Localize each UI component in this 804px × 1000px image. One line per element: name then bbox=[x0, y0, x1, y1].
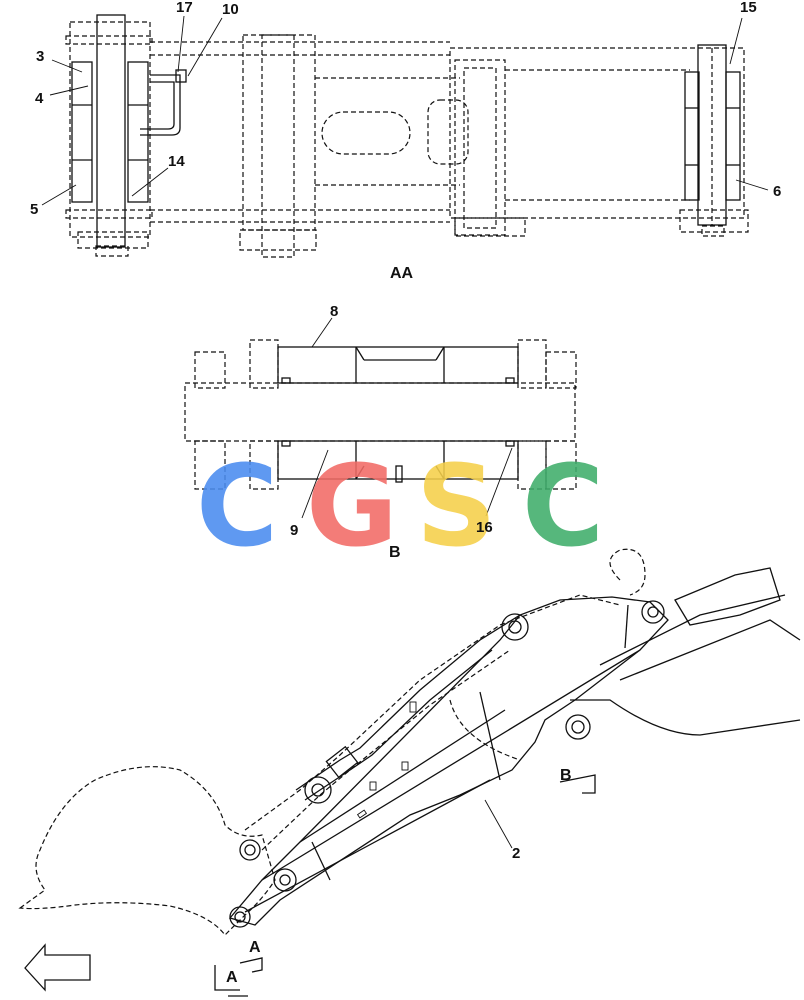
leader-2 bbox=[484, 799, 513, 849]
part-label-8: 8 bbox=[330, 303, 338, 320]
view-aa-drawing bbox=[65, 14, 749, 258]
watermark-letter-3: S bbox=[416, 442, 497, 572]
view-label-aa: AA bbox=[390, 265, 414, 282]
part-label-9: 9 bbox=[290, 522, 298, 539]
part-labels: 3 4 5 17 10 14 15 6 8 9 16 2 bbox=[30, 0, 781, 862]
view-arrow-label-a-1: A bbox=[249, 939, 261, 956]
view-arrow-label-b: B bbox=[560, 767, 572, 784]
part-label-2: 2 bbox=[512, 845, 520, 862]
part-label-5: 5 bbox=[30, 201, 38, 218]
part-label-10: 10 bbox=[222, 1, 239, 18]
part-label-4: 4 bbox=[35, 90, 44, 107]
leaders-aa bbox=[41, 15, 769, 206]
leaders-b bbox=[301, 317, 513, 519]
view-arrow-label-a-2: A bbox=[226, 969, 238, 986]
part-label-15: 15 bbox=[740, 0, 757, 16]
view-b-drawing bbox=[184, 339, 577, 490]
view-labels: AA B B A A bbox=[226, 265, 572, 986]
part-label-16: 16 bbox=[476, 519, 493, 536]
part-label-3: 3 bbox=[36, 48, 44, 65]
boom-side-view bbox=[18, 548, 801, 997]
watermark-letter-4: C bbox=[522, 442, 604, 572]
watermark-letter-2: G bbox=[306, 442, 398, 572]
view-label-b: B bbox=[389, 544, 401, 561]
watermark-letter-1: C bbox=[196, 442, 278, 572]
part-label-17: 17 bbox=[176, 0, 193, 16]
part-label-6: 6 bbox=[773, 183, 781, 200]
cgsc-watermark: C G S C bbox=[196, 442, 604, 572]
part-label-14: 14 bbox=[168, 153, 185, 170]
